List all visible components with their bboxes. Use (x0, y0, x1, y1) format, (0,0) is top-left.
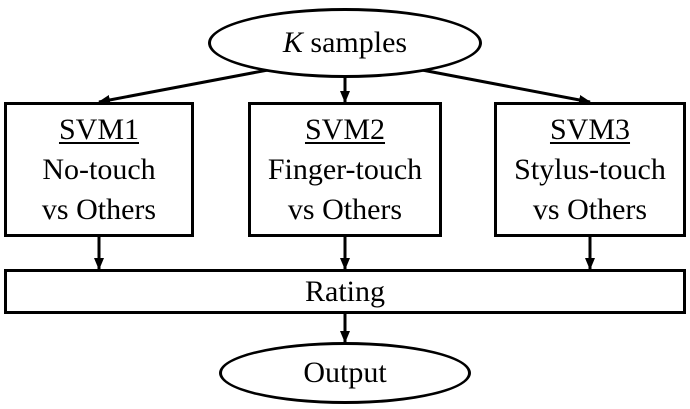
output-label: Output (303, 356, 387, 389)
svm3-line1: Stylus-touch (514, 152, 666, 186)
output-node: Output (219, 342, 471, 404)
rating-box: Rating (4, 269, 686, 314)
svm2-line1: Finger-touch (267, 152, 423, 186)
input-label: K samples (283, 26, 407, 60)
svm2-title: SVM2 (304, 112, 386, 146)
svm2-box: SVM2 Finger-touch vs Others (248, 102, 442, 237)
svm3-box: SVM3 Stylus-touch vs Others (494, 102, 686, 237)
svm3-title: SVM3 (549, 112, 631, 146)
svm1-line2: vs Others (41, 192, 157, 226)
svm2-line2: vs Others (287, 192, 403, 226)
svm1-line1: No-touch (42, 152, 156, 186)
input-node: K samples (208, 8, 482, 78)
arrow-input-to-svm3 (421, 68, 591, 105)
input-k: K (282, 26, 303, 59)
input-samples-text: samples (310, 26, 408, 59)
svm1-title: SVM1 (58, 112, 140, 146)
svm1-box: SVM1 No-touch vs Others (4, 102, 194, 237)
svm3-line2: vs Others (532, 192, 648, 226)
arrow-input-to-svm1 (98, 68, 269, 105)
rating-label: Rating (305, 274, 385, 308)
